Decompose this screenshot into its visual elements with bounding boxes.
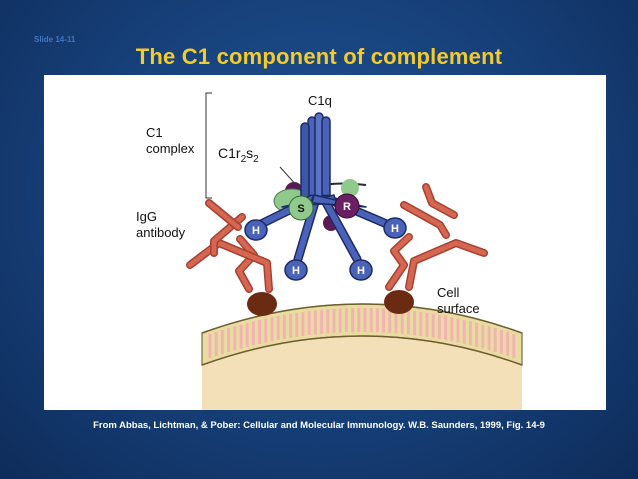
svg-text:H: H [292, 265, 300, 277]
svg-text:S: S [297, 203, 304, 215]
source-citation: From Abbas, Lichtman, & Pober: Cellular … [93, 420, 545, 431]
svg-text:R: R [343, 201, 351, 213]
cell-membrane [201, 303, 523, 410]
label-c1q: C1q [308, 93, 332, 108]
c1s-domain: S [288, 195, 314, 221]
slide-number: Slide 14-11 [34, 35, 76, 44]
label-c1r2s2: C1r2s2 [218, 145, 259, 165]
c1q-head-mid-right: H [349, 259, 373, 281]
svg-text:H: H [391, 223, 399, 235]
c1q-head-mid-left: H [284, 259, 308, 281]
c1r2s2-leader-line [279, 166, 299, 188]
label-igg-line1: IgG [136, 209, 157, 224]
c1-complex-bracket [205, 92, 212, 199]
c1q-head-right: H [383, 217, 407, 239]
igg-antibody-left [186, 199, 273, 293]
label-cell-line2: surface [437, 301, 480, 316]
svg-text:H: H [357, 265, 365, 277]
label-c1-complex-line1: C1 [146, 125, 163, 140]
antigen-right [384, 290, 414, 314]
slide-title: The C1 component of complement [135, 44, 503, 69]
c1r-domain: R [334, 193, 360, 219]
c1s-small-right [341, 179, 359, 197]
label-c1-complex-line2: complex [146, 141, 195, 156]
svg-text:H: H [252, 225, 260, 237]
label-igg-line2: antibody [136, 225, 186, 240]
c1q-head-left: H [244, 219, 268, 241]
label-cell-line1: Cell [437, 285, 460, 300]
membrane-stripes [208, 308, 516, 359]
antigen-left [247, 292, 277, 316]
c1q-molecule [254, 112, 394, 264]
diagram-panel: S R H H H H C1q C1 complex C1r2s2 [44, 75, 606, 410]
c1-diagram: S R H H H H C1q C1 complex C1r2s2 [136, 92, 523, 410]
igg-antibody-right [385, 183, 488, 291]
